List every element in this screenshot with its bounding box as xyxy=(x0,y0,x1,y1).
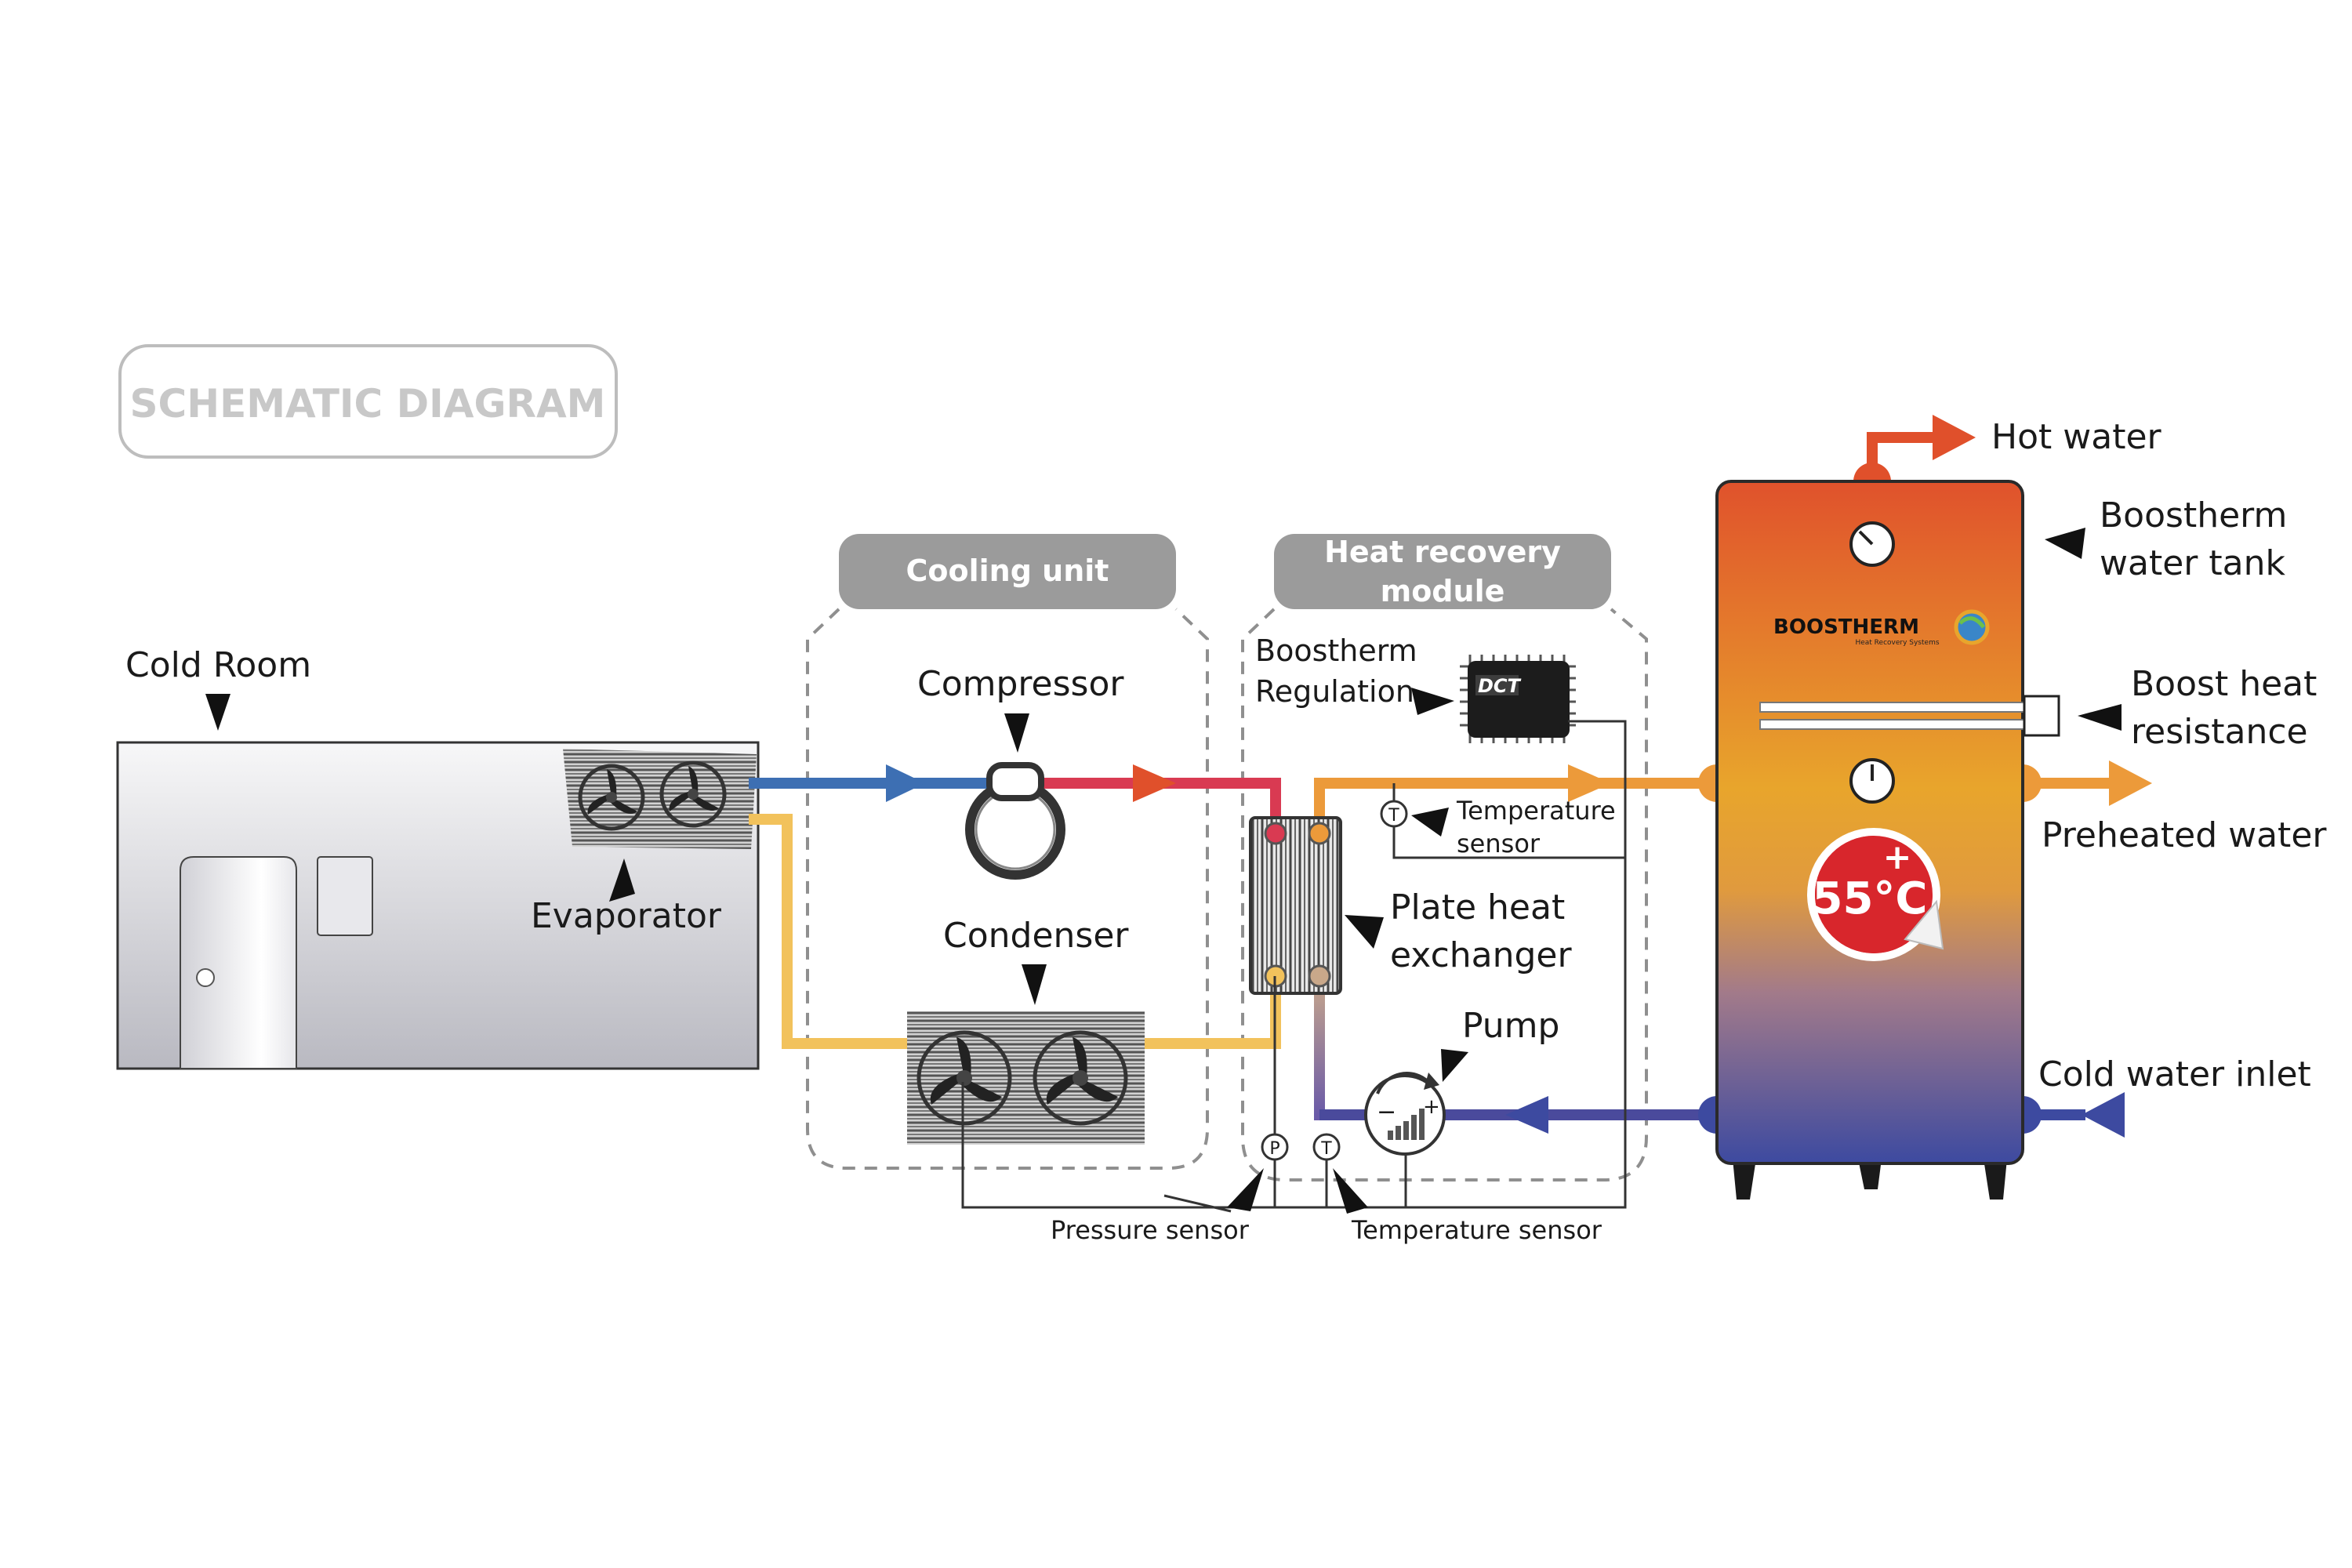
cold-room-arrow xyxy=(205,694,230,731)
temperature-badge-value: 55°C xyxy=(1812,873,1927,924)
condenser-fan-icon-2 xyxy=(1046,1037,1118,1105)
cold-water-inlet-label: Cold water inlet xyxy=(2038,1054,2311,1094)
hot-gas-pipe xyxy=(1041,778,1281,831)
plate-hx-label-1: Plate heat xyxy=(1390,887,1565,927)
regulation-chip: DCT xyxy=(1460,655,1576,743)
cooling-unit-badge xyxy=(839,534,1176,609)
cold-return-arrow xyxy=(1505,1096,1548,1134)
evaporator-fan-icon-1 xyxy=(587,769,637,815)
temp-sensor-top-label-2: sensor xyxy=(1457,829,1541,858)
temp-sensor-top-symbol: T xyxy=(1388,806,1399,826)
tank-label-1: Boostherm xyxy=(2100,495,2287,535)
temp-sensor-top-arrow xyxy=(1411,808,1449,837)
temp-sensor-top-label-1: Temperature xyxy=(1456,796,1616,826)
boost-label-1: Boost heat xyxy=(2131,664,2317,704)
tank-brand-sub: Heat Recovery Systems xyxy=(1855,639,1939,647)
pressure-sensor-label: Pressure sensor xyxy=(1051,1215,1250,1245)
cooling-unit-label: Cooling unit xyxy=(906,554,1109,588)
condenser-label: Condenser xyxy=(943,916,1129,956)
door-handle xyxy=(196,968,215,987)
temp-sensor-bottom-symbol: T xyxy=(1320,1139,1332,1159)
water-tank xyxy=(1715,480,2024,1200)
temp-sensor-top xyxy=(1380,800,1408,828)
preheated-outlet-arrow xyxy=(2109,760,2152,806)
compressor-arrow xyxy=(1004,713,1029,753)
regulation-label-2: Regulation xyxy=(1255,674,1414,709)
condenser-fan-icon-1 xyxy=(930,1037,1002,1105)
hot-gas-arrow xyxy=(1133,764,1176,802)
pressure-sensor-leader xyxy=(1163,1194,1232,1213)
cold-room-panel xyxy=(317,856,373,936)
pressure-sensor xyxy=(1261,1133,1289,1161)
pump: − + xyxy=(1364,1072,1446,1156)
preheated-water-label: Preheated water xyxy=(2042,815,2327,855)
svg-text:+: + xyxy=(1423,1095,1440,1119)
title-box xyxy=(118,344,618,459)
hot-water-label: Hot water xyxy=(1991,417,2162,457)
temperature-badge-plus: + xyxy=(1883,837,1912,877)
regulation-arrow xyxy=(1411,688,1454,715)
svg-text:−: − xyxy=(1377,1098,1396,1126)
tank-brand: BOOSTHERM xyxy=(1773,615,1919,639)
temp-sensor-bottom-arrow xyxy=(1333,1168,1368,1214)
temp-sensor-bottom xyxy=(1312,1133,1341,1161)
liquid-pipe xyxy=(749,814,909,1049)
tank-arrow xyxy=(2045,528,2085,559)
cold-room-door xyxy=(180,856,297,1069)
tank-gauge-bottom-icon xyxy=(1849,758,1895,804)
preheated-arrow-1 xyxy=(1568,764,1611,802)
globe-icon xyxy=(1954,609,1990,645)
evaporator-fan-icon-2 xyxy=(669,766,719,811)
tank-label-2: water tank xyxy=(2100,543,2285,583)
boost-arrow xyxy=(2078,704,2122,731)
cooling-unit-outline xyxy=(806,608,1209,1170)
hot-water-pipe xyxy=(1867,432,1936,481)
condenser-arrow xyxy=(1022,964,1047,1005)
evaporator-arrow xyxy=(609,858,635,902)
plate-heat-exchanger xyxy=(1249,816,1342,995)
chip-label: DCT xyxy=(1478,675,1522,697)
page-title: SCHEMATIC DIAGRAM xyxy=(130,381,606,426)
temperature-badge: 55°C + xyxy=(1807,828,1944,961)
evaporator xyxy=(563,749,757,849)
cold-inlet-arrow xyxy=(2082,1092,2125,1138)
tank-gauge-top-icon xyxy=(1849,521,1895,567)
heat-recovery-label-2: module xyxy=(1381,574,1505,608)
plate-hx-arrow xyxy=(1345,915,1384,949)
boost-label-2: resistance xyxy=(2131,712,2308,752)
pressure-sensor-symbol: P xyxy=(1269,1139,1279,1159)
plate-hx-label-2: exchanger xyxy=(1390,935,1572,975)
cold-room-label: Cold Room xyxy=(125,645,311,685)
pump-label: Pump xyxy=(1462,1006,1559,1046)
hot-water-arrow xyxy=(1933,415,1976,460)
evaporator-label: Evaporator xyxy=(531,896,722,936)
condenser xyxy=(907,1011,1145,1145)
suction-arrow xyxy=(886,764,925,802)
compressor xyxy=(965,762,1065,880)
heat-recovery-outline xyxy=(1241,608,1648,1181)
temp-sensor-bottom-label: Temperature sensor xyxy=(1351,1215,1602,1245)
heat-recovery-badge xyxy=(1274,534,1611,609)
boost-heat-element xyxy=(1759,695,2060,737)
pump-arrow xyxy=(1441,1049,1468,1082)
compressor-label: Compressor xyxy=(917,664,1124,704)
heat-recovery-label-1: Heat recovery xyxy=(1324,535,1561,569)
regulation-label-1: Boostherm xyxy=(1255,633,1417,668)
pressure-sensor-arrow xyxy=(1227,1168,1264,1211)
